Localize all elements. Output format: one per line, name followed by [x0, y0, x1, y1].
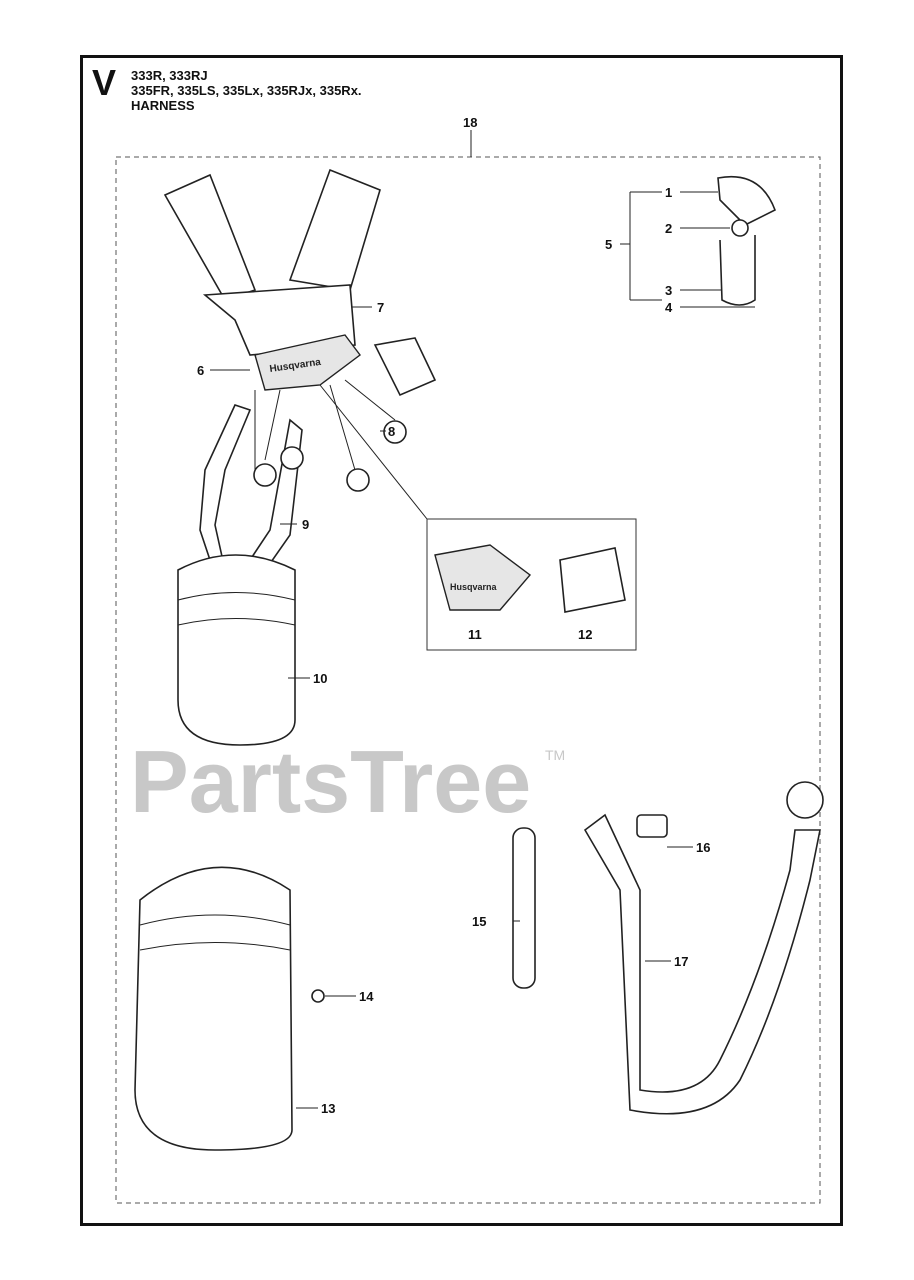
- callout-16: 16: [696, 840, 710, 855]
- inset-brand-label: Husqvarna: [450, 582, 498, 592]
- callout-2: 2: [665, 221, 672, 236]
- diagram-title: HARNESS: [131, 98, 195, 113]
- callout-15: 15: [472, 914, 486, 929]
- hook-assembly[interactable]: [717, 176, 777, 306]
- callout-18: 18: [463, 115, 477, 130]
- callout-1: 1: [665, 185, 672, 200]
- models-line-2: 335FR, 335LS, 335Lx, 335RJx, 335Rx.: [131, 83, 362, 98]
- callout-11: 11: [468, 627, 482, 642]
- callout-5: 5: [605, 237, 612, 252]
- page-border: [80, 55, 843, 1226]
- strap-part-15[interactable]: [512, 827, 536, 989]
- models-line-1: 333R, 333RJ: [131, 68, 208, 83]
- buckle-part-16[interactable]: [636, 814, 668, 838]
- section-letter: V: [92, 62, 117, 103]
- bag-part-13[interactable]: [134, 866, 293, 1151]
- watermark-tm: TM: [545, 747, 565, 763]
- watermark: PartsTree: [130, 732, 531, 831]
- callout-14: 14: [359, 989, 374, 1004]
- belt-part-17[interactable]: [583, 813, 821, 1115]
- callout-8: 8: [388, 424, 395, 439]
- pad-part-11[interactable]: [434, 544, 532, 611]
- callout-10: 10: [313, 671, 327, 686]
- harness-part[interactable]: Husqvarna: [163, 168, 437, 587]
- assembly-dashed-box: [115, 156, 821, 1204]
- callout-4: 4: [665, 300, 673, 315]
- callout-17: 17: [674, 954, 688, 969]
- callout-6: 6: [197, 363, 204, 378]
- pad-part-12[interactable]: [559, 547, 626, 613]
- bag-part-10[interactable]: [177, 554, 296, 746]
- screw-part-14[interactable]: [311, 989, 325, 1003]
- callout-12: 12: [578, 627, 592, 642]
- callout-9: 9: [302, 517, 309, 532]
- callout-13: 13: [321, 1101, 335, 1116]
- callout-3: 3: [665, 283, 672, 298]
- callout-7: 7: [377, 300, 384, 315]
